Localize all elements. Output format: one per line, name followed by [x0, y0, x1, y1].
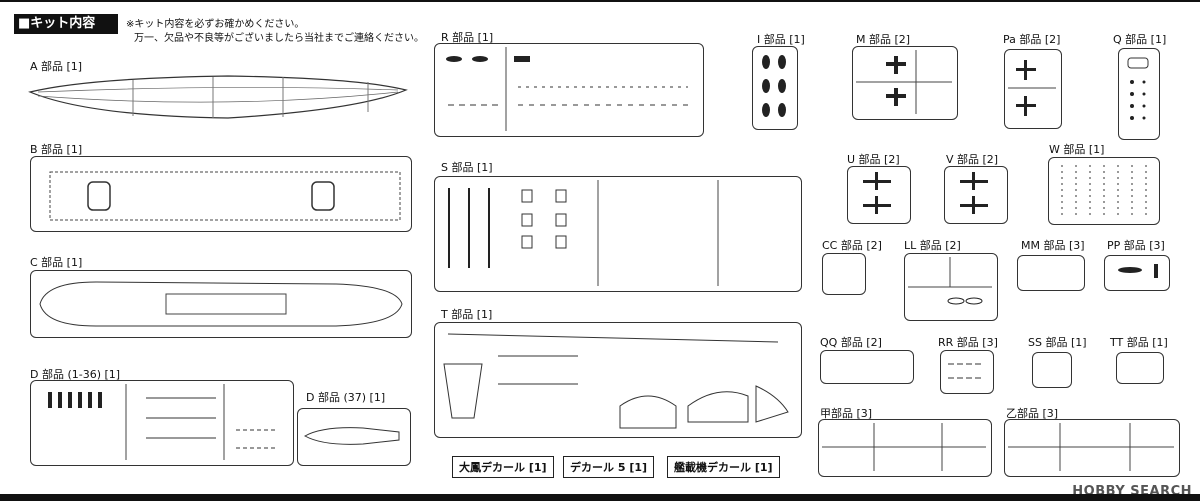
label-part-a: A 部品 [1] — [30, 60, 83, 73]
label-part-s: S 部品 [1] — [441, 161, 493, 174]
part-d37-drawing — [303, 427, 400, 445]
label-part-qq: QQ 部品 [2] — [820, 336, 882, 349]
note-line-1: ※キット内容を必ずお確かめください。 — [126, 19, 305, 30]
label-part-m: M 部品 [2] — [856, 33, 911, 46]
part-i-drawing — [762, 55, 786, 117]
part-v-drawing — [960, 172, 988, 214]
part-w-drawing — [1061, 165, 1147, 215]
label-part-cc: CC 部品 [2] — [822, 239, 882, 252]
label-part-d: D 部品 (1-36) [1] — [30, 368, 121, 381]
part-kou-drawing — [822, 423, 986, 471]
label-part-t: T 部品 [1] — [441, 308, 493, 321]
label-part-kou: 甲部品 [3] — [820, 407, 873, 420]
label-part-q: Q 部品 [1] — [1113, 33, 1167, 46]
part-qq-sprue — [820, 350, 914, 384]
part-u-sprue — [847, 166, 911, 224]
section-header: ■キット内容 — [14, 14, 118, 34]
decal-5: デカール 5 [1] — [563, 456, 655, 478]
label-part-v: V 部品 [2] — [946, 153, 999, 166]
part-otsu-sprue — [1004, 419, 1180, 477]
part-ss-sprue — [1032, 352, 1072, 388]
label-part-ll: LL 部品 [2] — [904, 239, 961, 252]
part-q-sprue — [1118, 48, 1160, 140]
part-cc-sprue — [822, 253, 866, 295]
label-part-rr: RR 部品 [3] — [938, 336, 998, 349]
label-part-mm: MM 部品 [3] — [1021, 239, 1085, 252]
part-s-sprue — [434, 176, 802, 292]
label-part-c: C 部品 [1] — [30, 256, 83, 269]
bottom-rule — [0, 494, 1200, 501]
part-i-sprue — [752, 46, 798, 130]
label-part-pa: Pa 部品 [2] — [1003, 33, 1061, 46]
part-rr-drawing — [948, 363, 984, 379]
part-q-drawing — [1127, 57, 1149, 120]
label-part-tt: TT 部品 [1] — [1110, 336, 1168, 349]
part-d-sprue-drawing — [48, 384, 276, 460]
part-otsu-drawing — [1008, 423, 1174, 471]
part-mm-sprue — [1017, 255, 1085, 291]
part-v-sprue — [944, 166, 1008, 224]
part-b-deck — [30, 156, 412, 232]
part-m-drawing — [856, 50, 952, 114]
label-part-r: R 部品 [1] — [441, 31, 494, 44]
label-part-pp: PP 部品 [3] — [1107, 239, 1165, 252]
part-rr-sprue — [940, 350, 994, 394]
label-part-ss: SS 部品 [1] — [1028, 336, 1087, 349]
part-a-hull — [28, 75, 408, 119]
part-d-sprue — [30, 380, 294, 466]
part-kou-sprue — [818, 419, 992, 477]
part-ll-drawing — [908, 257, 992, 305]
part-pp-drawing — [1118, 264, 1158, 278]
part-u-drawing — [863, 172, 891, 214]
top-rule — [0, 0, 1200, 8]
label-part-w: W 部品 [1] — [1049, 143, 1105, 156]
part-c-flightdeck-drawing — [39, 281, 403, 327]
part-pa-drawing — [1008, 60, 1056, 116]
label-part-i: I 部品 [1] — [757, 33, 805, 46]
label-part-d37: D 部品 (37) [1] — [306, 391, 386, 404]
part-s-drawing — [448, 180, 719, 286]
part-r-drawing — [446, 47, 688, 131]
label-part-b: B 部品 [1] — [30, 143, 83, 156]
part-m-sprue — [852, 46, 958, 120]
label-part-u: U 部品 [2] — [847, 153, 900, 166]
part-tt-sprue — [1116, 352, 1164, 384]
note-line-2: 万一、欠品や不良等がございましたら当社までご連絡ください。 — [134, 33, 424, 44]
part-b-deck-drawing — [49, 171, 401, 221]
decal-aircraft: 艦載機デカール [1] — [667, 456, 780, 478]
part-c-flightdeck — [30, 270, 412, 338]
decal-taiho: 大鳳デカール [1] — [452, 456, 554, 478]
part-t-drawing — [443, 333, 789, 429]
part-pp-sprue — [1104, 255, 1170, 291]
label-part-otsu: 乙部品 [3] — [1006, 407, 1059, 420]
part-pa-sprue — [1004, 49, 1062, 129]
